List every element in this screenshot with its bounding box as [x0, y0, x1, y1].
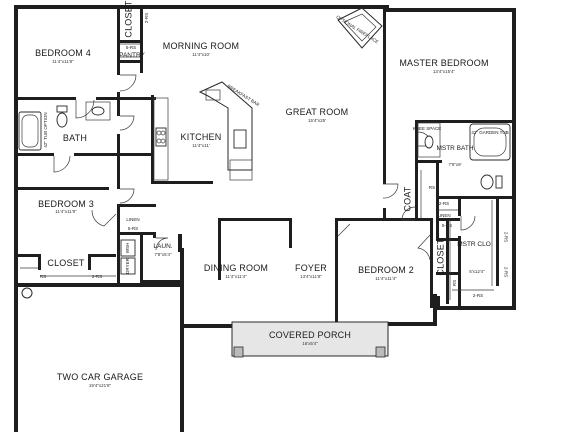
morning-room-dimensions: 11'4"x10' [192, 52, 210, 57]
garage-label: TWO CAR GARAGE [56, 372, 144, 382]
master-bath-label: MSTR BATH [436, 145, 474, 152]
interior-walls [14, 5, 514, 323]
dryer-label: DRYER [124, 258, 130, 274]
dining-room-dimensions: 11'4"x11'4" [225, 274, 247, 279]
linen-master-shelf-label: 5-RS [441, 223, 453, 228]
coat-rs-bottom: 2-RS [438, 201, 450, 206]
linen-label: LINEN [126, 217, 140, 222]
bedroom-4-label: BEDROOM 4 [35, 48, 91, 58]
door-swings [53, 74, 476, 261]
closet-bedroom-3-label: CLOSET [47, 258, 85, 268]
foyer-dimensions: 13'4"x11'8" [300, 274, 322, 279]
bedroom-2-label: BEDROOM 2 [358, 265, 414, 275]
closet-label: CLOSET [123, 0, 134, 38]
linen-shelf-label: 5-RS [127, 226, 139, 231]
mstr-clo-rs-bottom: 2-RS [472, 293, 484, 298]
closet-bedroom-2-label: CLOSET [435, 238, 446, 276]
laundry-label: LAUN. [153, 243, 173, 250]
foyer-label: FOYER [294, 263, 328, 273]
washer-label: WSH [124, 242, 130, 254]
closet-shelf-label: 2-RS [143, 12, 149, 24]
knee-space-label: KNEE SPACE [412, 126, 442, 131]
bedroom-4-dimensions: 11'4"x11'8" [52, 59, 74, 64]
coat-rs: RS [428, 185, 436, 190]
bedroom-3-label: BEDROOM 3 [38, 199, 94, 209]
kitchen-dimensions: 11'4"x11' [192, 143, 210, 148]
dining-room-label: DINING ROOM [203, 263, 269, 273]
master-bath-dimensions: 7'8"x9' [448, 162, 462, 167]
covered-porch-drawing [231, 321, 389, 358]
covered-porch-dimensions: 16'x5'4" [302, 341, 318, 346]
bath-label: BATH [62, 133, 88, 143]
coat-closet-label: COAT [402, 186, 413, 212]
garden-tub-label: 42" GARDEN TUB [471, 130, 509, 135]
tub-option-label: 42" TUB OPTION [42, 112, 48, 148]
covered-porch-label: COVERED PORCH [268, 330, 352, 340]
bedroom-3-dimensions: 11'4"x11'8" [55, 209, 77, 214]
pantry-label: PANTRY [119, 52, 145, 59]
mstr-clo-rs-side: 2-RS [503, 231, 509, 243]
master-closet-dimensions: 5'x12'4" [469, 269, 485, 274]
linen-master-label: LINEN [437, 213, 451, 218]
pantry-shelf-label: 5-RS [125, 45, 137, 50]
morning-room-label: MORNING ROOM [162, 41, 240, 51]
fixtures [18, 7, 511, 300]
garage-dimensions: 19'4"x21'8" [88, 383, 112, 388]
master-bedroom-label: MASTER BEDROOM [399, 58, 489, 68]
bedroom-2-dimensions: 11'4"x11'4" [375, 276, 397, 281]
master-closet-label-line1: MSTR CLO [457, 241, 491, 248]
exterior-walls [14, 5, 516, 432]
closet-b2-rs: RS [451, 279, 457, 287]
mstr-clo-rs-side-2: 2-RS [503, 266, 509, 278]
closet-b3-rs-left: RS [39, 274, 47, 279]
laundry-dimensions: 7'8"x5'4" [154, 252, 172, 257]
great-room-dimensions: 15'4"x25' [307, 118, 327, 123]
master-bedroom-dimensions: 13'4"x15'4" [432, 69, 456, 74]
great-room-label: GREAT ROOM [285, 107, 349, 117]
kitchen-label: KITCHEN [180, 132, 222, 142]
closet-b3-rs-right: 2-RS [91, 274, 103, 279]
